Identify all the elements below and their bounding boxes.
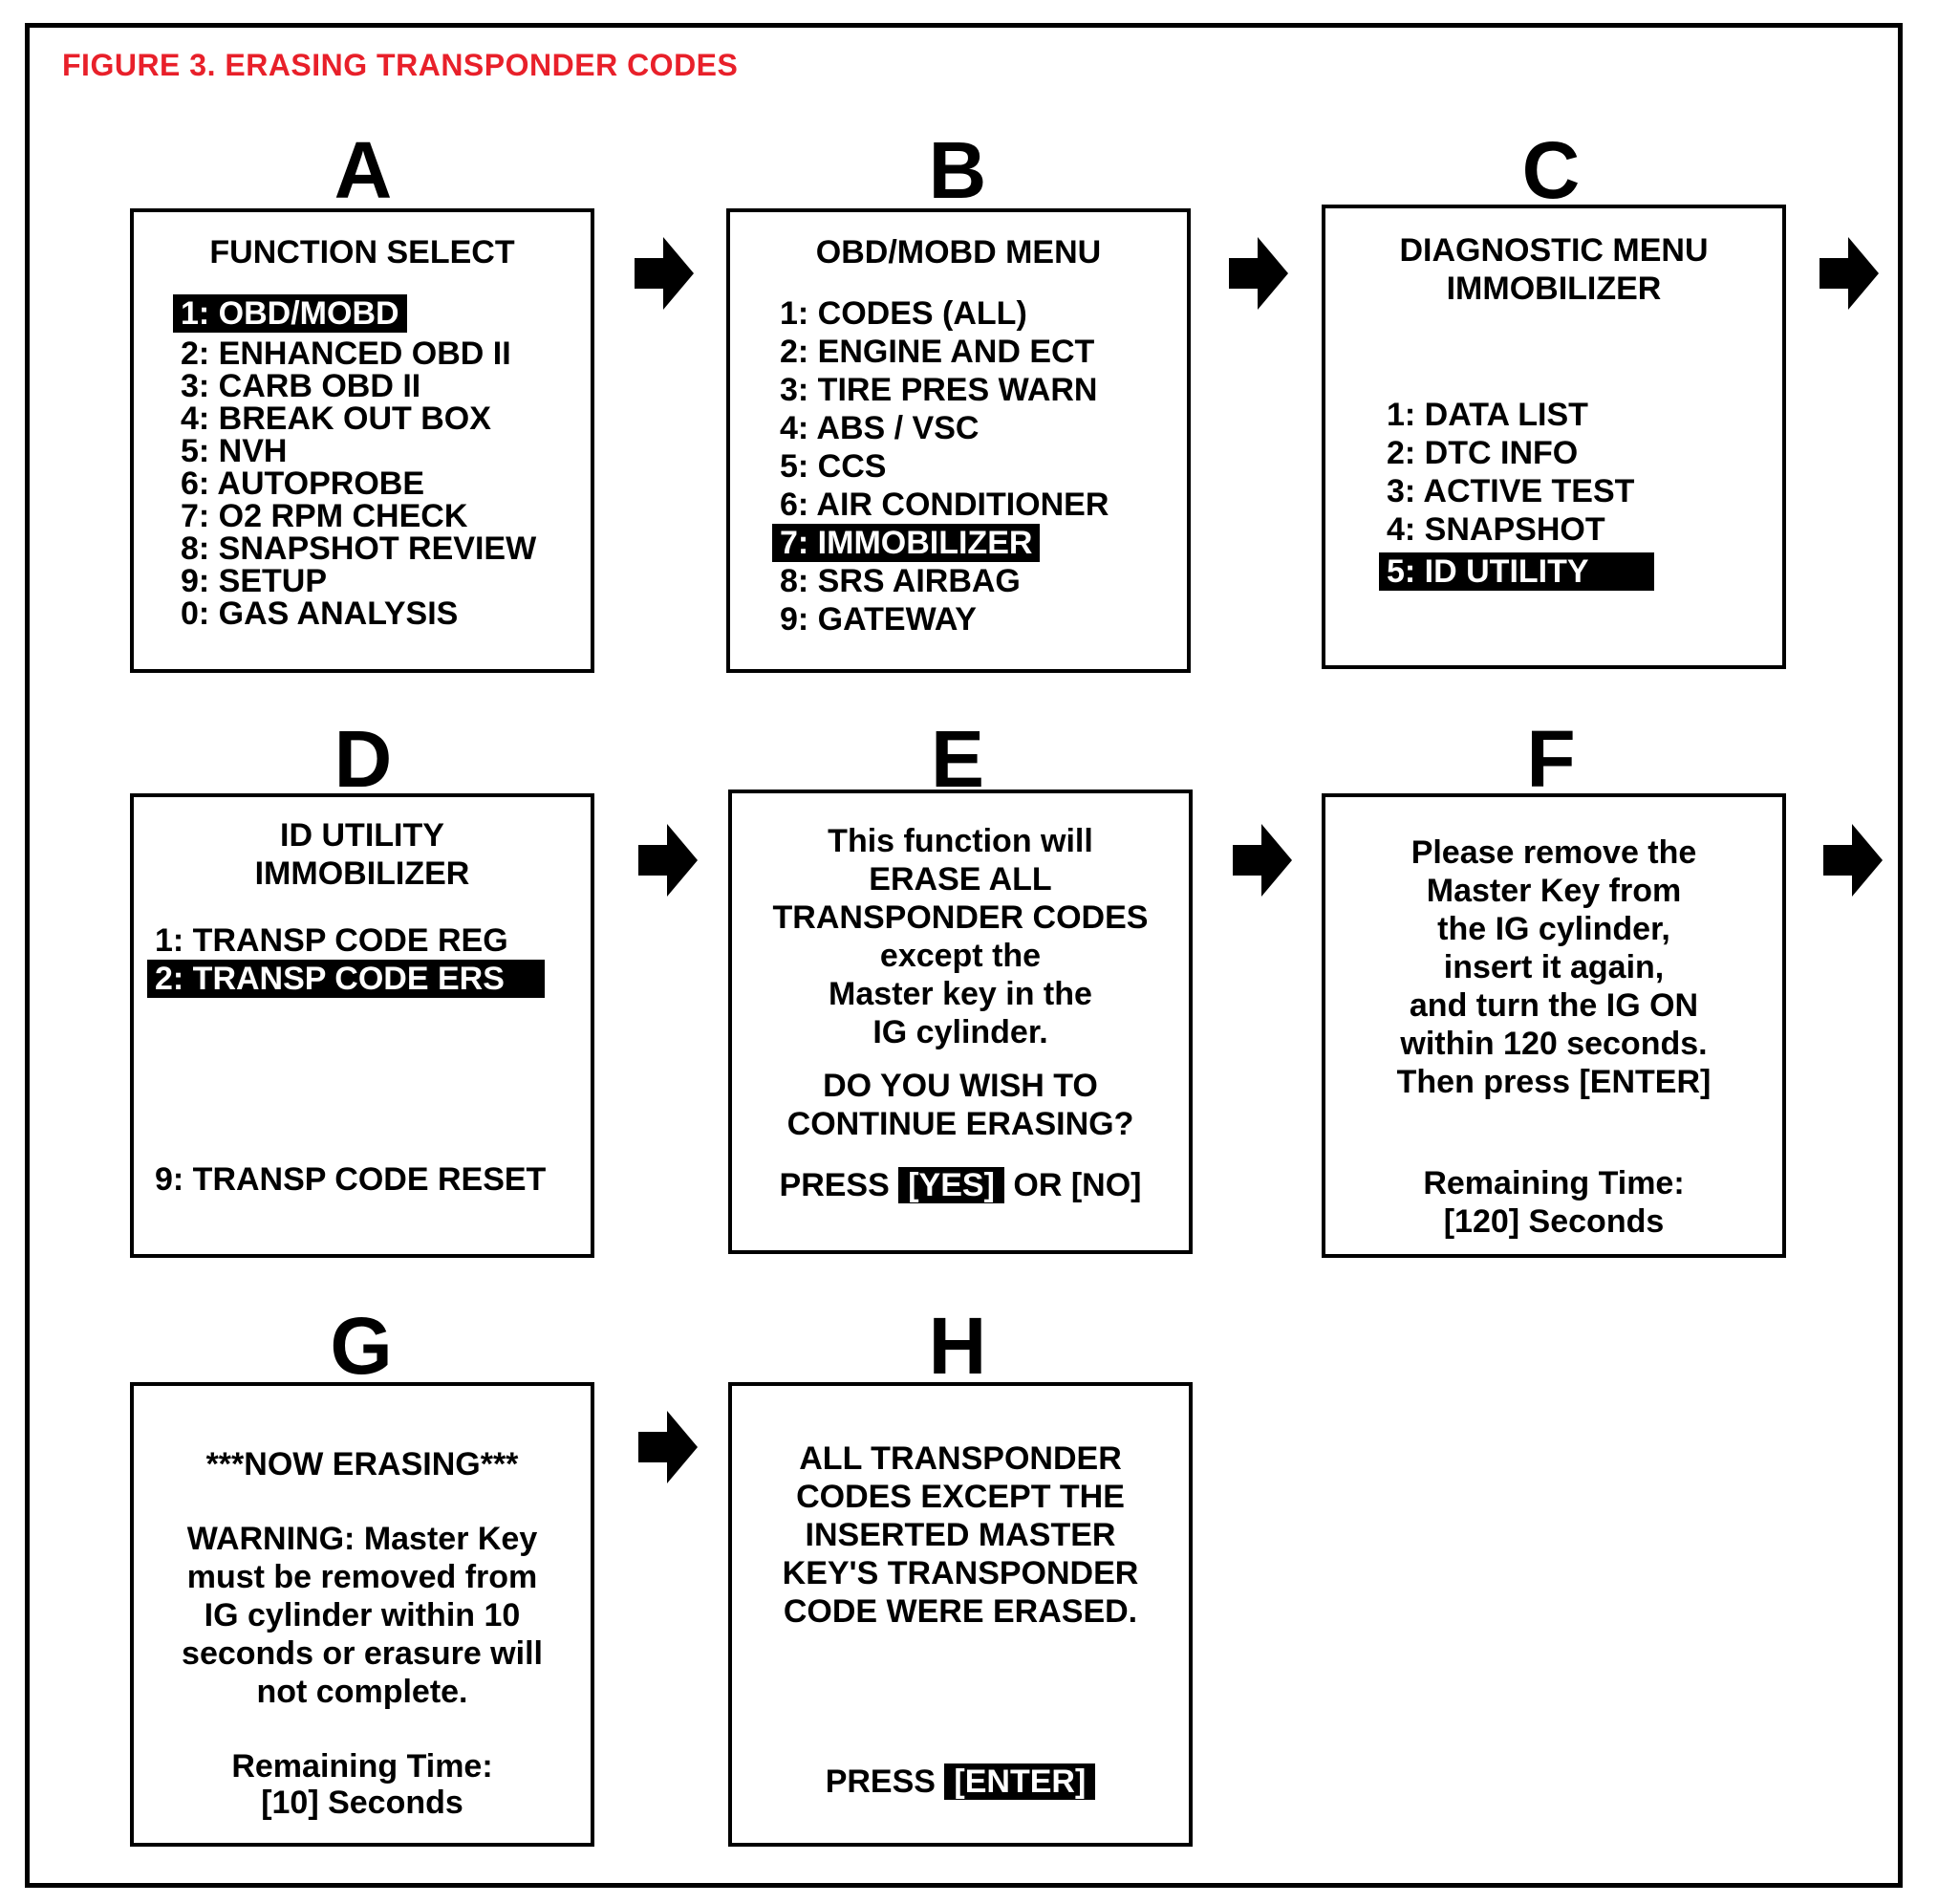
menu-item-srs-airbag[interactable]: 8: SRS AIRBAG (780, 563, 1021, 599)
panel-d-letter: D (334, 714, 393, 804)
warning-line: not complete. (256, 1674, 468, 1710)
panel-g-letter: G (330, 1301, 393, 1391)
press-yes-no-prompt: PRESS [YES] OR [NO] (742, 1166, 1179, 1204)
panel-d-id-utility: ID UTILITY IMMOBILIZER 1: TRANSP CODE RE… (130, 793, 594, 1258)
instruction-line: the IG cylinder, (1437, 911, 1670, 947)
erase-info-line: except the (879, 938, 1042, 974)
warning-line: seconds or erasure will (182, 1635, 543, 1672)
result-line: INSERTED MASTER (805, 1517, 1116, 1553)
menu-item-engine-ect[interactable]: 2: ENGINE AND ECT (780, 334, 1095, 370)
erase-info-line: TRANSPONDER CODES (772, 899, 1149, 936)
menu-item-immobilizer[interactable]: 7: IMMOBILIZER (772, 524, 1041, 562)
warning-line: WARNING: Master Key (186, 1521, 538, 1557)
panel-b-title: OBD/MOBD MENU (815, 234, 1102, 270)
panel-f-letter: F (1526, 714, 1576, 804)
menu-item-abs-vsc[interactable]: 4: ABS / VSC (780, 410, 980, 446)
warning-line: must be removed from (186, 1559, 538, 1595)
instruction-line: Please remove the (1410, 834, 1697, 871)
menu-item-o2-rpm-check[interactable]: 7: O2 RPM CHECK (181, 498, 468, 534)
panel-h-erase-complete: ALL TRANSPONDER CODES EXCEPT THE INSERTE… (728, 1382, 1193, 1847)
menu-item-autoprobe[interactable]: 6: AUTOPROBE (181, 465, 425, 502)
menu-item-id-utility[interactable]: 5: ID UTILITY (1379, 552, 1654, 591)
instruction-line: and turn the IG ON (1409, 987, 1699, 1024)
panel-d-title-line2: IMMOBILIZER (254, 855, 470, 892)
arrow-right-icon (635, 237, 694, 310)
arrow-right-icon (638, 1411, 698, 1483)
remaining-time-value: [10] Seconds (261, 1785, 463, 1821)
panel-b-letter: B (928, 125, 987, 215)
instruction-line: Master Key from (1426, 873, 1682, 909)
panel-c-diagnostic-menu: DIAGNOSTIC MENU IMMOBILIZER 1: DATA LIST… (1322, 205, 1786, 669)
menu-item-dtc-info[interactable]: 2: DTC INFO (1387, 435, 1579, 471)
enter-button[interactable]: [ENTER] (944, 1763, 1096, 1800)
remaining-time-label: Remaining Time: (1423, 1165, 1685, 1201)
arrow-right-icon (638, 824, 698, 897)
instruction-line: Then press [ENTER] (1396, 1064, 1712, 1100)
panel-a-function-select: FUNCTION SELECT 1: OBD/MOBD 2: ENHANCED … (130, 208, 594, 673)
result-line: KEY'S TRANSPONDER (782, 1555, 1139, 1591)
figure-title: FIGURE 3. ERASING TRANSPONDER CODES (62, 48, 739, 82)
result-line: CODES EXCEPT THE (796, 1479, 1125, 1515)
panel-f-remove-key: Please remove the Master Key from the IG… (1322, 793, 1786, 1258)
menu-item-setup[interactable]: 9: SETUP (181, 563, 328, 599)
press-label: PRESS (825, 1763, 936, 1800)
menu-item-codes-all[interactable]: 1: CODES (ALL) (780, 295, 1027, 332)
instruction-line: insert it again, (1443, 949, 1665, 985)
menu-item-air-conditioner[interactable]: 6: AIR CONDITIONER (780, 487, 1109, 523)
panel-d-title-line1: ID UTILITY (280, 817, 444, 854)
menu-item-nvh[interactable]: 5: NVH (181, 433, 288, 469)
menu-item-snapshot-review[interactable]: 8: SNAPSHOT REVIEW (181, 530, 537, 567)
erase-info-line: This function will (828, 823, 1093, 859)
menu-item-data-list[interactable]: 1: DATA LIST (1387, 397, 1588, 433)
panel-c-title-line1: DIAGNOSTIC MENU (1399, 232, 1709, 269)
panel-e-letter: E (930, 714, 985, 804)
press-enter-prompt: PRESS [ENTER] (742, 1763, 1179, 1801)
yes-button[interactable]: [YES] (898, 1167, 1004, 1203)
menu-item-active-test[interactable]: 3: ACTIVE TEST (1387, 473, 1635, 509)
result-line: CODE WERE ERASED. (783, 1593, 1138, 1630)
erase-info-line: IG cylinder. (872, 1014, 1048, 1050)
now-erasing-header: ***NOW ERASING*** (205, 1446, 519, 1482)
menu-item-enhanced-obd[interactable]: 2: ENHANCED OBD II (181, 335, 511, 372)
menu-item-ccs[interactable]: 5: CCS (780, 448, 887, 485)
menu-item-carb-obd[interactable]: 3: CARB OBD II (181, 368, 421, 404)
panel-h-letter: H (928, 1301, 987, 1391)
menu-item-gateway[interactable]: 9: GATEWAY (780, 601, 977, 638)
arrow-right-icon (1233, 824, 1292, 897)
menu-item-transp-code-ers[interactable]: 2: TRANSP CODE ERS (147, 960, 545, 998)
remaining-time-label: Remaining Time: (231, 1748, 493, 1785)
continue-question-line: DO YOU WISH TO (823, 1068, 1098, 1104)
panel-a-letter: A (334, 125, 393, 215)
panel-b-obd-mobd-menu: OBD/MOBD MENU 1: CODES (ALL) 2: ENGINE A… (726, 208, 1191, 673)
remaining-time-value: [120] Seconds (1443, 1203, 1665, 1240)
menu-item-gas-analysis[interactable]: 0: GAS ANALYSIS (181, 595, 459, 632)
figure-frame (25, 23, 1903, 1888)
continue-question-line: CONTINUE ERASING? (786, 1106, 1134, 1142)
arrow-right-icon (1820, 237, 1879, 310)
menu-item-transp-code-reset[interactable]: 9: TRANSP CODE RESET (155, 1161, 547, 1198)
panel-a-title: FUNCTION SELECT (209, 234, 515, 270)
warning-line: IG cylinder within 10 (204, 1597, 521, 1634)
menu-item-obd-mobd[interactable]: 1: OBD/MOBD (173, 294, 407, 333)
erase-info-line: ERASE ALL (869, 861, 1052, 898)
arrow-right-icon (1823, 824, 1883, 897)
arrow-right-icon (1229, 237, 1288, 310)
panel-e-erase-confirm: This function will ERASE ALL TRANSPONDER… (728, 790, 1193, 1254)
menu-item-transp-code-reg[interactable]: 1: TRANSP CODE REG (155, 922, 508, 959)
no-option[interactable]: OR [NO] (1013, 1167, 1142, 1203)
menu-item-snapshot[interactable]: 4: SNAPSHOT (1387, 511, 1605, 548)
panel-g-now-erasing: ***NOW ERASING*** WARNING: Master Key mu… (130, 1382, 594, 1847)
panel-c-title-line2: IMMOBILIZER (1446, 270, 1662, 307)
erase-info-line: Master key in the (829, 976, 1092, 1012)
press-label: PRESS (779, 1167, 890, 1203)
menu-item-tire-pres-warn[interactable]: 3: TIRE PRES WARN (780, 372, 1098, 408)
menu-item-break-out-box[interactable]: 4: BREAK OUT BOX (181, 400, 491, 437)
instruction-line: within 120 seconds. (1400, 1026, 1708, 1062)
result-line: ALL TRANSPONDER (799, 1440, 1122, 1477)
panel-c-letter: C (1521, 125, 1581, 215)
